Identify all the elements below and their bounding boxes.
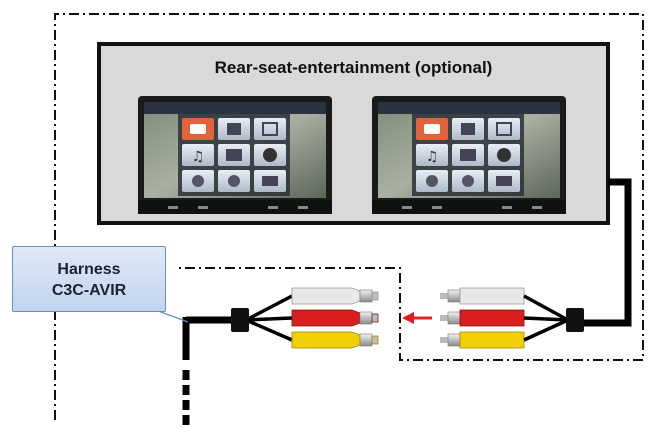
rse-output-cable — [575, 178, 632, 327]
right-splitter-junction — [566, 308, 584, 332]
connect-arrow-head — [402, 312, 414, 324]
right-splitter-wires — [523, 294, 569, 342]
harness-label-line1: Harness — [57, 261, 121, 278]
monitor-left — [137, 95, 333, 215]
left-plug-white — [291, 287, 379, 305]
outer-boundary-line — [54, 13, 644, 420]
left-plug-yellow — [291, 331, 379, 349]
rse-title: Rear-seat-entertainment (optional) — [214, 58, 493, 77]
left-splitter-wires — [245, 294, 293, 342]
left-plug-red — [291, 309, 379, 327]
harness-label: Harness C3C-AVIR — [12, 246, 166, 312]
monitor-right — [371, 95, 567, 215]
right-plug-white — [440, 287, 525, 305]
harness-label-line2: C3C-AVIR — [51, 282, 127, 299]
left-splitter-junction — [231, 308, 249, 332]
right-plug-yellow — [440, 331, 525, 349]
right-plug-red — [440, 309, 525, 327]
